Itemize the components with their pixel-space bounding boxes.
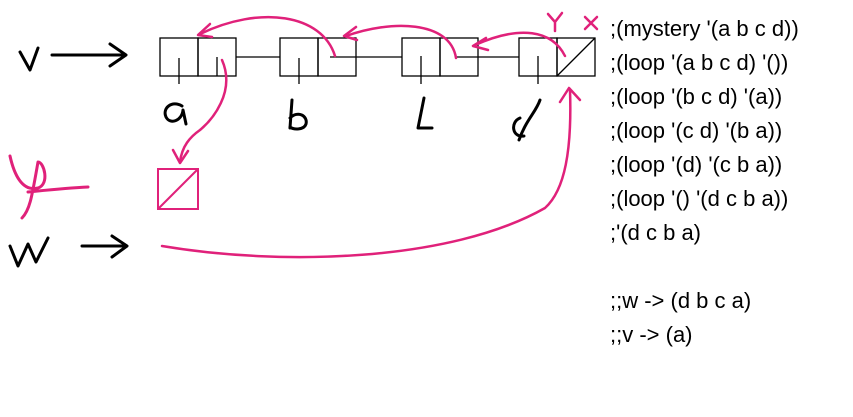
handwritten-d	[512, 98, 542, 142]
cons-cell-b	[279, 37, 357, 84]
cons-cell-a	[159, 37, 237, 84]
code-trace: ;(mystery '(a b c d)) ;(loop '(a b c d) …	[610, 12, 799, 352]
pointer-w-to-d	[160, 88, 572, 259]
empty-list-box	[157, 168, 199, 210]
arrowhead-w-to-d	[558, 86, 582, 104]
pointer-a-to-nil	[178, 58, 228, 164]
handwritten-a	[163, 102, 188, 126]
code-line: ;(loop '(a b c d) '())	[610, 50, 789, 75]
handwritten-pink-y	[8, 154, 90, 220]
cons-cell-c	[401, 37, 479, 84]
arrowhead-d-to-c	[471, 36, 490, 52]
code-line: ;(mystery '(a b c d))	[610, 16, 799, 41]
w-arrow	[80, 234, 129, 259]
handwritten-b	[288, 98, 308, 131]
arrowhead-b-to-a	[196, 22, 214, 39]
arrowhead-c-to-b	[342, 25, 359, 42]
pink-x-mark	[583, 15, 599, 31]
code-line: ;(loop '(c d) '(b a))	[610, 118, 783, 143]
code-line: ;(loop '(b c d) '(a))	[610, 84, 783, 109]
pointer-b-to-a	[198, 15, 337, 58]
code-line: ;(loop '() '(d c b a))	[610, 186, 789, 211]
pink-y-mark	[546, 11, 564, 33]
code-line: ;'(d c b a)	[610, 220, 702, 245]
handwritten-w	[8, 236, 50, 268]
code-line: ;(loop '(d) '(c b a))	[610, 152, 783, 177]
handwritten-c	[416, 96, 434, 130]
pointer-d-to-c	[473, 31, 567, 58]
handwritten-v	[18, 46, 40, 72]
v-arrow	[50, 42, 128, 68]
arrowhead-a-to-nil	[171, 148, 190, 165]
blank-line	[610, 250, 799, 284]
note-line: ;;v -> (a)	[610, 322, 693, 347]
note-line: ;;w -> (d b c a)	[610, 288, 752, 313]
pointer-c-to-b	[344, 24, 458, 60]
